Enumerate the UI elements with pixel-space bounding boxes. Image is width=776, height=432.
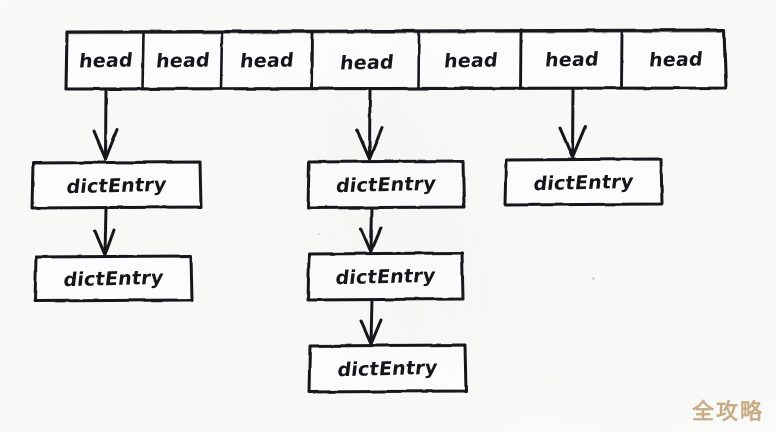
node-box-middle-1 <box>306 159 466 210</box>
head-array-dividers <box>141 29 624 90</box>
head-array-outline <box>64 28 728 91</box>
node-box-middle-3 <box>307 343 468 394</box>
arrow-head3-to-node <box>355 87 384 161</box>
node-box-right-1 <box>503 157 664 207</box>
watermark-text: 全攻略 <box>691 400 764 425</box>
arrow-head5-to-node <box>558 87 587 159</box>
arrow-left-1-to-2 <box>93 206 116 257</box>
node-box-left-2 <box>33 254 194 303</box>
paper-speck <box>318 233 320 235</box>
paper-speck <box>592 277 595 280</box>
node-box-middle-2 <box>306 251 465 302</box>
arrow-middle-2-to-3 <box>359 298 383 346</box>
arrow-head0-to-node <box>92 87 119 161</box>
node-box-left-1 <box>30 160 203 210</box>
arrow-middle-1-to-2 <box>359 206 383 254</box>
